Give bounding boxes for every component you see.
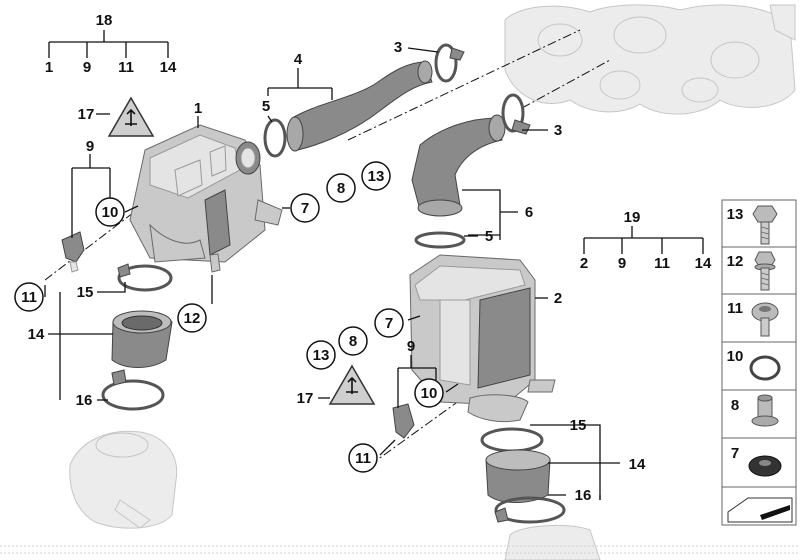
label-5-lower: 5: [485, 228, 493, 245]
clamp-right-upper: [480, 427, 544, 453]
kit-19-item-4: 14: [695, 255, 712, 272]
charge-pipe-middle: [411, 114, 506, 217]
kit-18-item-2: 9: [83, 59, 91, 76]
warning-triangle-lower-icon: [328, 364, 376, 405]
kit-19-item-1: 2: [580, 255, 588, 272]
flange-bolt-icon: [754, 251, 776, 291]
callout-circle-11-left: [14, 282, 44, 312]
lower-hose-ghost: [504, 524, 601, 560]
ring-5-lower: [414, 231, 466, 249]
label-16-left: 16: [76, 392, 93, 409]
callout-circle-10-left: [95, 197, 125, 227]
label-7-right: 7: [385, 315, 393, 332]
callout-circle-10-right: [414, 378, 444, 408]
kit-19-item-2: 9: [618, 255, 626, 272]
kit-18-item-1: 1: [45, 59, 53, 76]
kit-19-item-3: 11: [654, 255, 670, 272]
bracket-left: [209, 253, 221, 273]
callout-circle-7-right: [374, 308, 404, 338]
label-6: 6: [525, 204, 533, 221]
o-ring-icon: [749, 355, 781, 381]
circled-callouts: [14, 161, 444, 473]
clamp-3-upper: [434, 43, 465, 83]
label-15-right: 15: [570, 417, 587, 434]
callout-circle-12: [177, 303, 207, 333]
ring-5-upper: [263, 118, 287, 158]
kit-18-item-4: 14: [160, 59, 177, 76]
legend-label-8: 8: [731, 397, 739, 414]
sensor-left: [61, 231, 85, 273]
callout-labels: 18 1 9 11 14 17 1 9 10 11 15 14 16 12 7 …: [21, 12, 712, 504]
kit-18-item-3: 11: [118, 59, 134, 76]
sleeve-left: [111, 310, 173, 368]
torx-screw-icon: [751, 302, 779, 337]
callout-circle-8-upper: [326, 173, 356, 203]
label-15-left: 15: [77, 284, 94, 301]
label-7-left: 7: [301, 200, 309, 217]
engine-block-ghost: [504, 4, 796, 115]
label-8-upper: 8: [337, 180, 345, 197]
label-13-upper: 13: [368, 168, 385, 185]
label-1: 1: [194, 100, 202, 117]
legend-label-10: 10: [727, 348, 744, 365]
rubber-grommet-icon: [748, 455, 782, 477]
callout-circle-8-lower: [338, 326, 368, 356]
clamp-right-lower: [494, 496, 566, 524]
label-14-right: 14: [629, 456, 646, 473]
label-10-left: 10: [102, 204, 119, 221]
partial-legend-symbol-icon: [727, 497, 793, 523]
intercooler-right: [409, 254, 556, 423]
legend-label-7: 7: [731, 445, 739, 462]
legend-label-11: 11: [727, 300, 743, 317]
leader-lines: [44, 30, 704, 500]
label-10-right: 10: [421, 385, 438, 402]
kit-19-label: 19: [624, 209, 641, 226]
legend-label-13: 13: [727, 206, 744, 223]
throttle-body-ghost: [69, 430, 178, 529]
label-12: 12: [184, 310, 201, 327]
label-16-right: 16: [575, 487, 592, 504]
label-9-left: 9: [86, 138, 94, 155]
label-8-lower: 8: [349, 333, 357, 350]
label-13-lower: 13: [313, 347, 330, 364]
label-17-left: 17: [78, 106, 95, 123]
bottom-strip: [0, 545, 800, 554]
label-11-right: 11: [355, 450, 371, 467]
callout-circle-11-right: [348, 443, 378, 473]
hex-bolt-icon: [752, 205, 778, 245]
spacer-bushing-icon: [751, 394, 779, 427]
clamp-3-lower: [501, 93, 531, 135]
callout-circle-7-left: [290, 193, 320, 223]
kit-18-label: 18: [96, 12, 113, 29]
warning-triangle-upper-icon: [107, 96, 155, 137]
charge-pipe-upper: [286, 60, 433, 152]
label-14-left: 14: [28, 326, 45, 343]
sensor-right: [392, 403, 415, 439]
label-9-right: 9: [407, 338, 415, 355]
callout-circle-13-lower: [306, 340, 336, 370]
label-3-lower: 3: [554, 122, 562, 139]
label-17-right: 17: [297, 390, 314, 407]
label-5-upper: 5: [262, 98, 270, 115]
label-4: 4: [294, 51, 303, 68]
legend-label-12: 12: [727, 253, 744, 270]
fastener-legend: 13 12 11 10 8 7: [721, 199, 797, 526]
intercooler-left: [129, 124, 283, 263]
sleeve-right: [485, 449, 551, 503]
callout-circle-13-upper: [361, 161, 391, 191]
label-11-left: 11: [21, 289, 37, 306]
clamp-left-lower: [101, 369, 165, 411]
label-3-upper: 3: [394, 39, 402, 56]
clamp-left-upper: [117, 263, 173, 292]
label-2: 2: [554, 290, 562, 307]
